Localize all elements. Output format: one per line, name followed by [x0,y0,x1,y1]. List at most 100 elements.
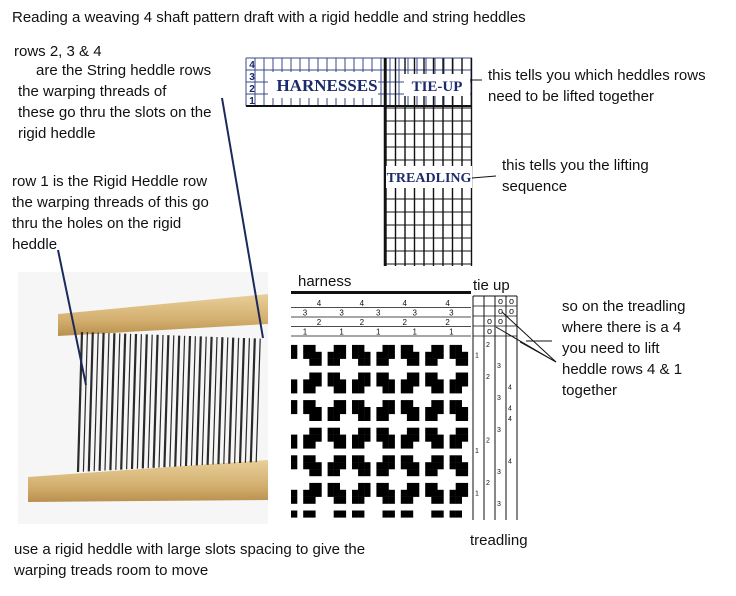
drawdown-cell [431,462,437,469]
drawdown-cell [401,435,407,442]
drawdown-cell [309,435,315,442]
drawdown-cell [309,352,315,359]
drawdown-cell [383,352,389,359]
drawdown-cell [462,359,468,366]
drawdown-cell [431,386,437,393]
drawdown-cell [462,469,468,476]
drawdown-cell [352,379,358,386]
drawdown-cell [328,379,334,386]
drawdown-cell [315,359,321,366]
drawdown-cell [413,379,419,386]
drawdown-cell [401,400,407,407]
drawdown-cell [309,379,315,386]
string-rows-note-line-5: rigid heddle [18,124,96,143]
drawdown-cell [303,345,309,352]
drawdown-cell [389,442,395,449]
drawdown-cell [291,407,297,414]
callout-treadling [472,176,496,178]
drawdown-cell [352,442,358,449]
drawdown-cell [462,407,468,414]
tieup-label-bg [404,74,470,96]
drawdown-cell [340,435,346,442]
rigid-heddle-drawing [18,272,268,524]
drawdown-cell [425,483,431,490]
drawdown-cell [450,379,456,386]
drawdown-cell [413,469,419,476]
drawdown-cell [383,345,389,352]
drawdown-cell [309,373,315,380]
drawdown-cell [431,428,437,435]
drawdown-cell [328,435,334,442]
drawdown-cell [425,407,431,414]
drawdown-cell [376,435,382,442]
drawdown-cell [334,462,340,469]
drawdown-cell [303,352,309,359]
drawdown-cell [456,373,462,380]
threading-mark: 2 [402,318,407,327]
threading-mark: 4 [402,299,407,308]
drawdown-cell [291,435,297,442]
drawdown-cell [431,435,437,442]
drawdown-cell [309,483,315,490]
drawdown-cell [401,379,407,386]
drawdown-cell [309,462,315,469]
drawdown-cell [456,359,462,366]
bottom-note-line-1: use a rigid heddle with large slots spac… [14,540,365,559]
drawdown-cell [401,345,407,352]
callout-example-2 [496,327,556,362]
treadling-example-line-3: you need to lift [562,339,660,358]
drawdown-cell [431,469,437,476]
drawdown-cell [376,379,382,386]
drawdown-cell [431,407,437,414]
harnesses-label: HARNESSES [276,76,377,95]
drawdown-cell [437,400,443,407]
drawdown-cell [358,379,364,386]
drawdown-cell [450,400,456,407]
threading-mark: 2 [360,318,365,327]
drawdown-cell [407,483,413,490]
drawdown-cell [383,435,389,442]
drawdown-cell [309,442,315,449]
drawdown-cell [383,379,389,386]
drawdown-cell [383,462,389,469]
drawdown-cell [376,490,382,497]
drawdown-cell [383,442,389,449]
drawdown-cell [309,455,315,462]
drawdown-cell [334,386,340,393]
threading-mark: 3 [303,309,308,318]
drawdown-cell [450,462,456,469]
drawdown-cell [407,345,413,352]
drawdown-cell [462,483,468,490]
drawdown-cell [352,435,358,442]
drawdown-cell [389,462,395,469]
drawdown-cell [340,345,346,352]
drawdown-cell [456,386,462,393]
drawdown-cell [352,407,358,414]
drawdown-cell [456,379,462,386]
treadling-mark: 3 [497,427,501,434]
drawdown-cell [437,442,443,449]
drawdown-cell [358,359,364,366]
drawdown-cell [413,352,419,359]
drawdown-cell [364,359,370,366]
drawdown-cell [309,497,315,504]
tieup-schematic-label: TIE-UP [412,79,463,95]
drawdown-cell [383,414,389,421]
drawdown-cell [425,469,431,476]
treadling-mark: 4 [508,406,512,413]
drawdown-cell [303,379,309,386]
drawdown-cell [413,359,419,366]
drawdown-cell [450,511,456,518]
drawdown-cell [364,414,370,421]
drawdown-cell [303,407,309,414]
drawdown-cell [328,352,334,359]
drawdown-cell [450,497,456,504]
drawdown-cell [431,373,437,380]
drawdown-cell [352,455,358,462]
drawdown-cell [437,462,443,469]
drawdown-cell [291,490,297,497]
drawdown-cell [431,414,437,421]
drawdown-cell [315,407,321,414]
drawdown-cell [407,462,413,469]
drawdown-cell [303,511,309,518]
